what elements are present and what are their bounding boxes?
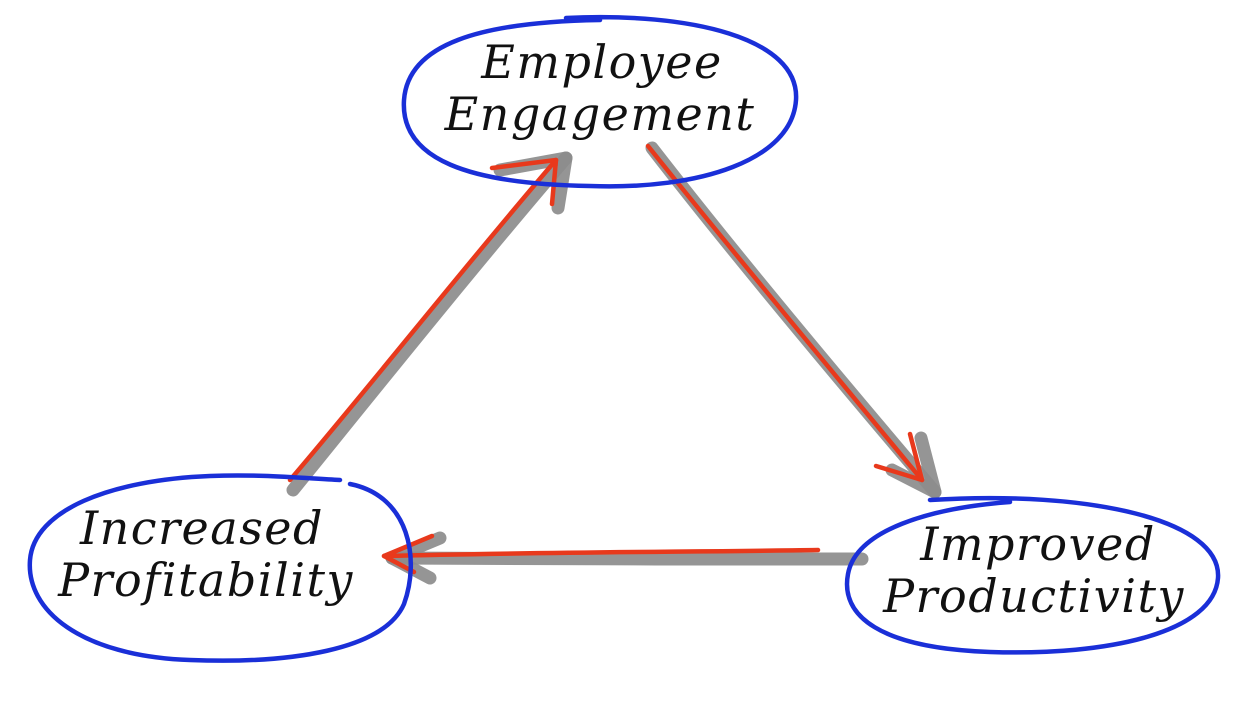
node-label-line2: Profitability	[57, 553, 354, 607]
arrow-productivity-to-profitability	[381, 547, 821, 559]
node-employee-engagement: Employee Engagement	[401, 14, 799, 189]
node-label-line2: Productivity	[882, 569, 1185, 623]
shadow-profitability-to-engagement	[286, 151, 573, 497]
node-increased-profitability: Increased Profitability	[27, 473, 414, 663]
shadow-engagement-to-productivity	[645, 141, 942, 499]
node-label-line1: Employee	[480, 35, 722, 89]
node-label-line1: Increased	[79, 501, 324, 555]
node-improved-productivity: Improved Productivity	[844, 495, 1221, 655]
arrows	[287, 143, 925, 575]
node-label-line2: Engagement	[444, 87, 756, 141]
node-ellipse	[27, 473, 414, 663]
node-ellipse	[844, 495, 1221, 655]
shadow-productivity-to-profitability	[385, 551, 869, 566]
arrow-engagement-to-productivity-head	[873, 431, 925, 483]
node-ellipse	[401, 14, 799, 189]
node-label-line1: Improved	[919, 517, 1156, 571]
arrow-engagement-to-productivity	[645, 143, 925, 483]
arrow-profitability-to-engagement	[287, 157, 559, 483]
arrow-profitability-to-engagement-head	[489, 157, 559, 207]
arrow-productivity-to-profitability-head	[381, 533, 435, 575]
